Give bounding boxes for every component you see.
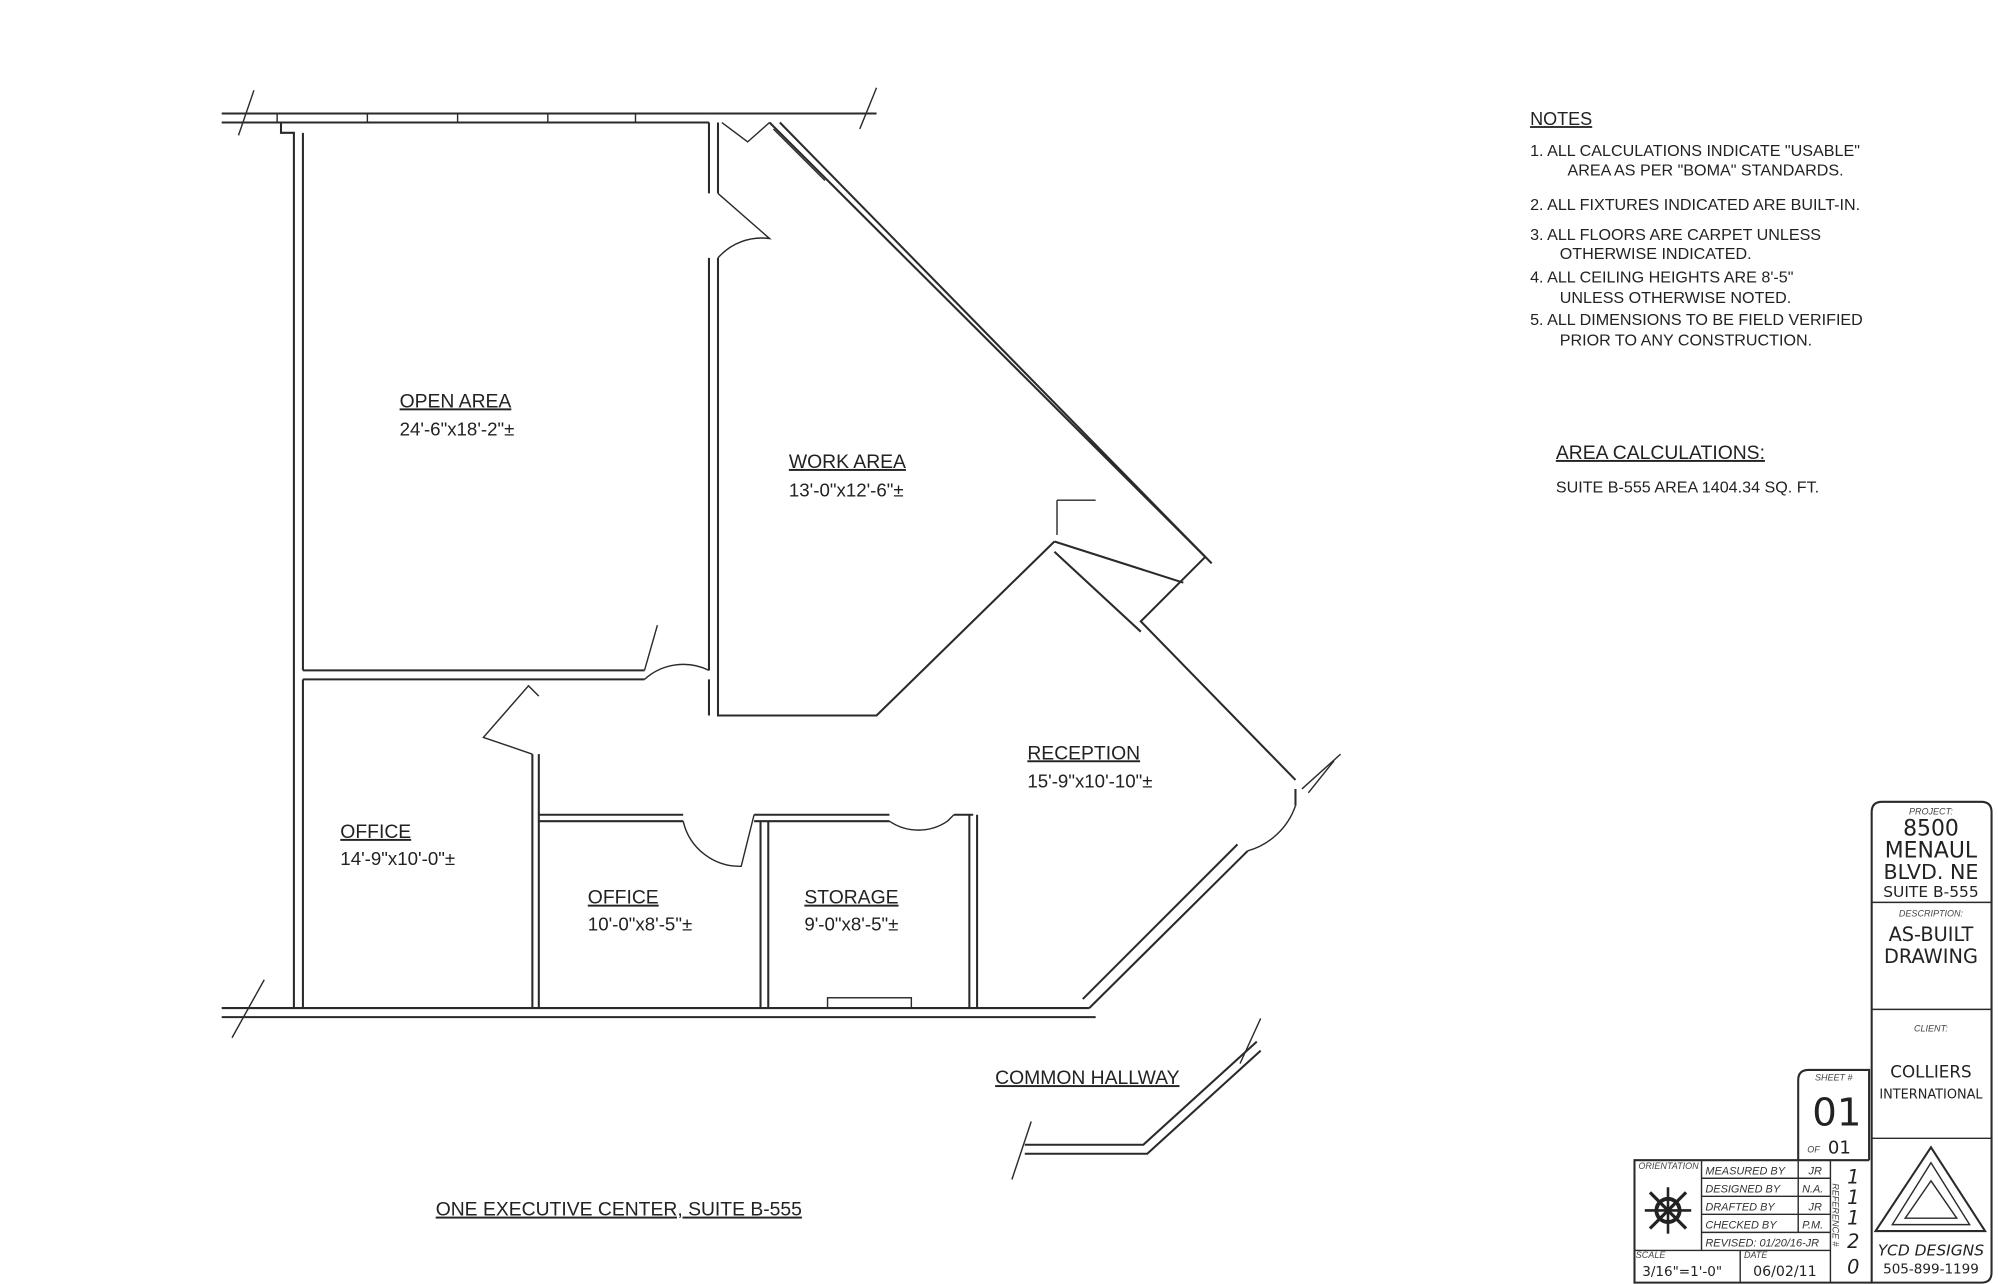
designed-by-value: N.A. — [1802, 1183, 1823, 1195]
room-name-work-area: WORK AREA — [789, 452, 906, 473]
reference-digit: 1 — [1847, 1207, 1859, 1230]
description-line: DRAWING — [1884, 945, 1978, 968]
checked-by-label: CHECKED BY — [1705, 1220, 1777, 1232]
project-label: PROJECT: — [1909, 807, 1953, 817]
note-line: OTHERWISE INDICATED. — [1560, 245, 1752, 263]
room-dims-open-area: 24'-6"x18'-2"± — [400, 419, 515, 440]
room-dims-work-area: 13'-0"x12'-6"± — [789, 479, 904, 500]
ycd-designs-logo — [1873, 1145, 1988, 1233]
of-label: OF — [1807, 1144, 1820, 1154]
room-dims-storage: 9'-0"x8'-5"± — [804, 914, 898, 935]
description-label: DESCRIPTION: — [1899, 909, 1964, 919]
reference-digit: 2 — [1847, 1230, 1859, 1253]
room-name-reception: RECEPTION — [1027, 743, 1140, 764]
note-line: 3. ALL FLOORS ARE CARPET UNLESS — [1530, 226, 1821, 244]
orientation-label: ORIENTATION — [1638, 1161, 1699, 1171]
area-calculations-line: SUITE B-555 AREA 1404.34 SQ. FT. — [1556, 478, 1819, 496]
project-line: SUITE B-555 — [1883, 883, 1978, 901]
drafted-by-label: DRAFTED BY — [1705, 1201, 1775, 1213]
drawing-title: ONE EXECUTIVE CENTER, SUITE B-555 — [436, 1200, 802, 1221]
room-name-office-1: OFFICE — [340, 822, 411, 843]
scale-label: SCALE — [1636, 1250, 1667, 1260]
room-name-open-area: OPEN AREA — [400, 391, 512, 412]
firm-phone: 505-899-1199 — [1883, 1262, 1979, 1278]
room-dims-office-1: 14'-9"x10'-0"± — [340, 848, 455, 869]
designed-by-label: DESIGNED BY — [1705, 1183, 1780, 1195]
reference-digit: 1 — [1847, 1186, 1859, 1209]
measured-by-value: JR — [1808, 1165, 1822, 1177]
room-dims-reception: 15'-9"x10'-10"± — [1027, 771, 1152, 792]
note-line: 4. ALL CEILING HEIGHTS ARE 8'-5" — [1530, 268, 1794, 286]
room-dims-office-2: 10'-0"x8'-5"± — [588, 914, 692, 935]
reference-label: REFERENCE # — [1831, 1183, 1841, 1247]
date-label: DATE — [1744, 1250, 1768, 1260]
date-value: 06/02/11 — [1753, 1264, 1817, 1280]
description-line: AS-BUILT — [1889, 923, 1974, 946]
client-label: CLIENT: — [1914, 1023, 1948, 1033]
revised-note: REVISED: 01/20/16-JR — [1705, 1238, 1819, 1250]
room-name-office-2: OFFICE — [588, 888, 659, 909]
sheet-label: SHEET # — [1815, 1072, 1854, 1082]
sheet-number: 01 — [1812, 1090, 1861, 1135]
note-line: 2. ALL FIXTURES INDICATED ARE BUILT-IN. — [1530, 196, 1860, 214]
client-line: COLLIERS — [1890, 1062, 1971, 1082]
checked-by-value: P.M. — [1802, 1220, 1823, 1232]
reference-digit: 0 — [1847, 1256, 1859, 1279]
project-line: MENAUL — [1885, 838, 1978, 863]
common-hallway-label: COMMON HALLWAY — [995, 1068, 1179, 1089]
note-line: PRIOR TO ANY CONSTRUCTION. — [1560, 332, 1812, 350]
notes-heading: NOTES — [1530, 109, 1592, 129]
area-calculations-heading: AREA CALCULATIONS: — [1556, 443, 1765, 464]
reference-digit: 1 — [1847, 1165, 1859, 1188]
note-line: UNLESS OTHERWISE NOTED. — [1560, 289, 1792, 307]
notes-block: NOTES 1. ALL CALCULATIONS INDICATE "USAB… — [1530, 109, 1863, 496]
compass-orientation-icon — [1644, 1187, 1692, 1234]
project-line: BLVD. NE — [1884, 860, 1979, 884]
exterior-walls — [221, 87, 1342, 1180]
drafted-by-value: JR — [1808, 1201, 1822, 1213]
measured-by-label: MEASURED BY — [1705, 1165, 1785, 1177]
note-line: AREA AS PER "BOMA" STANDARDS. — [1567, 161, 1843, 179]
scale-value: 3/16"=1'-0" — [1642, 1264, 1722, 1280]
room-name-storage: STORAGE — [804, 888, 898, 909]
note-line: 5. ALL DIMENSIONS TO BE FIELD VERIFIED — [1530, 311, 1863, 329]
note-line: 1. ALL CALCULATIONS INDICATE "USABLE" — [1530, 142, 1860, 160]
firm-name: YCD DESIGNS — [1878, 1242, 1984, 1260]
client-line: INTERNATIONAL — [1879, 1087, 1983, 1102]
sheet-total: 01 — [1828, 1138, 1851, 1159]
project-line: 8500 — [1903, 816, 1959, 841]
title-block: PROJECT: 8500 MENAUL BLVD. NE SUITE B-55… — [1633, 800, 1993, 1284]
